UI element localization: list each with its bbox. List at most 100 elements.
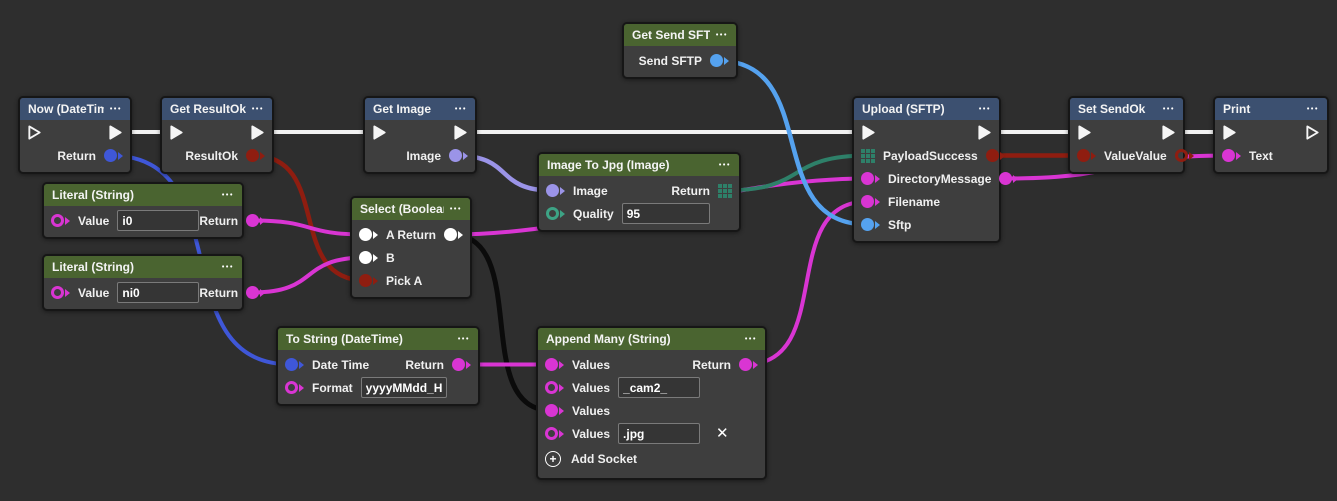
pin-value_out[interactable] — [1174, 149, 1194, 162]
ellipsis-menu-icon[interactable]: ••• — [744, 335, 757, 343]
pin-format[interactable] — [285, 381, 304, 394]
wire-select-return--append-values3[interactable] — [448, 232, 554, 413]
ellipsis-menu-icon[interactable]: ••• — [449, 205, 462, 213]
pin-b[interactable] — [359, 251, 378, 264]
node-header[interactable]: Select (Boolean)••• — [352, 198, 470, 220]
node-get_image[interactable]: Get Image•••Image — [363, 96, 477, 174]
wire-image_to_jpg-return--upload-payload[interactable] — [723, 153, 870, 193]
flow-out-pin[interactable] — [1305, 124, 1320, 141]
flow-in-pin[interactable] — [169, 124, 184, 141]
pin-return[interactable] — [739, 358, 758, 371]
node-header[interactable]: Get Image••• — [365, 98, 475, 120]
ellipsis-menu-icon[interactable]: ••• — [251, 105, 264, 113]
literal1-value-input[interactable] — [117, 210, 200, 231]
flow-in-pin[interactable] — [27, 124, 42, 141]
pin-return[interactable] — [246, 214, 266, 227]
node-header[interactable]: Image To Jpg (Image)••• — [539, 154, 739, 176]
wire-literal1-return--select-a[interactable] — [250, 218, 368, 237]
pin-return[interactable] — [452, 358, 471, 371]
flow-in-pin[interactable] — [861, 124, 876, 141]
flow-out-pin[interactable] — [1161, 124, 1176, 141]
delete-socket-icon[interactable]: ✕ — [716, 425, 729, 442]
to_string-format-input[interactable] — [360, 377, 447, 398]
node-literal1[interactable]: Literal (String)•••ValueReturn — [42, 182, 266, 239]
literal2-value-input[interactable] — [117, 282, 200, 303]
add-socket-button[interactable]: + Add Socket — [538, 445, 765, 473]
pin-value[interactable] — [51, 214, 70, 227]
pin-text[interactable] — [1222, 149, 1241, 162]
pin-value[interactable] — [51, 286, 70, 299]
pin-sftp[interactable] — [861, 218, 880, 231]
node-header[interactable]: Literal (String)••• — [44, 184, 242, 206]
flow-out-pin[interactable] — [977, 124, 992, 141]
append-values2-input[interactable] — [618, 377, 701, 398]
pin-values4[interactable] — [545, 427, 564, 440]
ellipsis-menu-icon[interactable]: ••• — [1162, 105, 1175, 113]
pin-image[interactable] — [449, 149, 468, 162]
append-values4-input[interactable] — [618, 423, 701, 444]
wire-get_resultok-resultok--select-pick_a[interactable] — [250, 153, 368, 283]
node-get_resultok[interactable]: Get ResultOk•••ResultOk — [160, 96, 274, 174]
ellipsis-menu-icon[interactable]: ••• — [715, 31, 728, 39]
pin-values1[interactable] — [545, 358, 564, 371]
pin-success[interactable] — [985, 149, 1005, 162]
node-header[interactable]: Literal (String)••• — [44, 256, 242, 278]
ellipsis-menu-icon[interactable]: ••• — [109, 105, 122, 113]
node-header[interactable]: Get Send SFTP••• — [624, 24, 736, 46]
pin-quality[interactable] — [546, 207, 565, 220]
pin-payload[interactable] — [861, 148, 875, 163]
flow-out-pin[interactable] — [453, 124, 468, 141]
pin-filename[interactable] — [861, 195, 880, 208]
pin-values2[interactable] — [545, 381, 564, 394]
pin-pick_a[interactable] — [359, 274, 378, 287]
node-header[interactable]: Set SendOk••• — [1070, 98, 1183, 120]
wire-get_send_sftp-send_sftp--upload-sftp[interactable] — [714, 58, 870, 227]
pin-return[interactable] — [718, 183, 732, 198]
image_to_jpg-quality-input[interactable] — [621, 203, 710, 224]
node-print[interactable]: Print•••Text — [1213, 96, 1329, 174]
ellipsis-menu-icon[interactable]: ••• — [454, 105, 467, 113]
pin-a[interactable] — [359, 228, 378, 241]
plus-circle-icon[interactable]: + — [545, 451, 561, 467]
flow-out-pin[interactable] — [108, 124, 123, 141]
flow-out-pin[interactable] — [250, 124, 265, 141]
flow-in-pin[interactable] — [1077, 124, 1092, 141]
flow-in-pin[interactable] — [1222, 124, 1237, 141]
pin-return[interactable] — [444, 228, 463, 241]
node-now[interactable]: Now (DateTime)•••Return — [18, 96, 132, 174]
pin-directory[interactable] — [861, 172, 880, 185]
node-literal2[interactable]: Literal (String)•••ValueReturn — [42, 254, 266, 311]
pin-return[interactable] — [104, 149, 123, 162]
wire-literal2-return--select-b[interactable] — [250, 255, 368, 295]
node-get_send_sftp[interactable]: Get Send SFTP•••Send SFTP — [622, 22, 738, 79]
wire-append-return--upload-filename[interactable] — [743, 199, 870, 367]
pin-send_sftp[interactable] — [710, 54, 729, 67]
ellipsis-menu-icon[interactable]: ••• — [1306, 105, 1319, 113]
pin-date_time[interactable] — [285, 358, 304, 371]
add-socket-label[interactable]: Add Socket — [571, 452, 638, 466]
node-header[interactable]: Upload (SFTP)••• — [854, 98, 999, 120]
ellipsis-menu-icon[interactable]: ••• — [457, 335, 470, 343]
flow-in-pin[interactable] — [372, 124, 387, 141]
pin-value_in[interactable] — [1077, 149, 1096, 162]
pin-message[interactable] — [999, 172, 1019, 185]
pin-image[interactable] — [546, 184, 565, 197]
ellipsis-menu-icon[interactable]: ••• — [978, 105, 991, 113]
node-header[interactable]: Print••• — [1215, 98, 1327, 120]
ellipsis-menu-icon[interactable]: ••• — [221, 263, 234, 271]
pin-resultok[interactable] — [246, 149, 265, 162]
node-header[interactable]: Append Many (String)••• — [538, 328, 765, 350]
pin-return[interactable] — [246, 286, 266, 299]
pin-values3[interactable] — [545, 404, 564, 417]
node-header[interactable]: Get ResultOk••• — [162, 98, 272, 120]
node-header[interactable]: Now (DateTime)••• — [20, 98, 130, 120]
ellipsis-menu-icon[interactable]: ••• — [718, 161, 731, 169]
ellipsis-menu-icon[interactable]: ••• — [221, 191, 234, 199]
